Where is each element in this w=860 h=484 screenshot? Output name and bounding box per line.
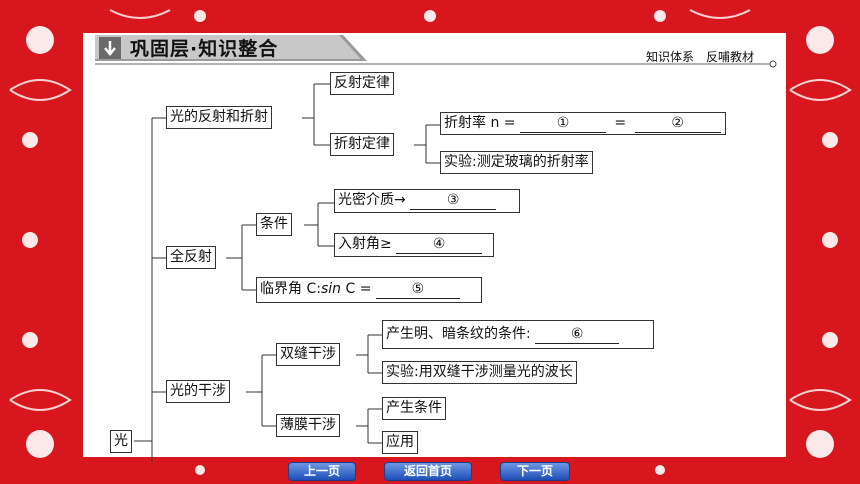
blank-5: ⑤ xyxy=(375,281,460,299)
node-critical-angle: 临界角 C:sin C = ⑤ xyxy=(256,277,482,303)
home-page-button[interactable]: 返回首页 xyxy=(384,462,472,481)
index-eq: = xyxy=(614,115,627,131)
node-reflection-refraction: 光的反射和折射 xyxy=(166,106,272,129)
node-dense-medium: 光密介质→ ③ xyxy=(334,189,520,213)
index-prefix: 折射率 n = xyxy=(444,115,516,131)
node-conditions: 条件 xyxy=(256,213,292,236)
page-title: 巩固层·知识整合 xyxy=(130,38,279,60)
node-law-of-reflection: 反射定律 xyxy=(330,72,394,95)
node-interference: 光的干涉 xyxy=(166,380,230,403)
node-incident-angle: 入射角≥ ④ xyxy=(334,233,494,257)
node-law-of-refraction: 折射定律 xyxy=(330,133,394,156)
section-banner xyxy=(95,35,367,61)
critical-sin: sin xyxy=(320,281,342,297)
dense-prefix: 光密介质→ xyxy=(338,192,406,208)
next-page-button[interactable]: 下一页 xyxy=(500,462,570,481)
prev-page-button[interactable]: 上一页 xyxy=(288,462,356,481)
blank-2: ② xyxy=(634,115,721,133)
page-subtitle: 知识体系 反哺教材 xyxy=(646,50,755,64)
node-root-light: 光 xyxy=(110,430,132,453)
blank-1: ① xyxy=(519,115,606,133)
node-wavelength-experiment: 实验:用双缝干涉测量光的波长 xyxy=(382,361,577,384)
node-fringe-condition: 产生明、暗条纹的条件: ⑥ xyxy=(382,320,654,349)
angle-prefix: 入射角≥ xyxy=(338,236,392,252)
node-application: 应用 xyxy=(382,431,418,454)
node-thin-film: 薄膜干涉 xyxy=(276,414,340,437)
node-produce-conditions: 产生条件 xyxy=(382,397,446,420)
blank-6: ⑥ xyxy=(535,326,620,344)
blank-4: ④ xyxy=(396,236,483,254)
blank-3: ③ xyxy=(410,192,497,210)
node-refractive-index: 折射率 n = ① = ② xyxy=(440,112,726,135)
critical-suffix: C = xyxy=(341,281,372,297)
critical-prefix: 临界角 C: xyxy=(260,281,321,297)
node-total-reflection: 全反射 xyxy=(166,246,216,269)
fringe-prefix: 产生明、暗条纹的条件: xyxy=(386,326,531,342)
node-glass-experiment: 实验:测定玻璃的折射率 xyxy=(440,151,593,174)
node-double-slit: 双缝干涉 xyxy=(276,343,340,366)
